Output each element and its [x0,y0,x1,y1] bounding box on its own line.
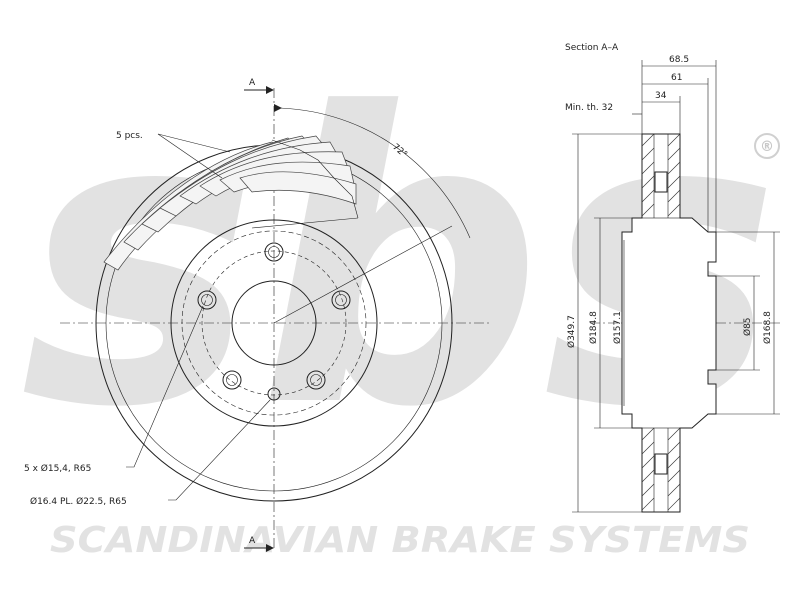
bolt-hole-inner [226,374,238,386]
dim-157-1: Ø157.1 [612,311,623,344]
hat-outer-circle [170,219,378,427]
pcd-label: Ø16.4 PL. Ø22.5, R65 [30,496,127,507]
bolt-hole [264,242,284,262]
angle-leg [273,225,453,324]
registered-circle [754,133,780,159]
angle-arc [273,107,471,239]
dim-184-8: Ø184.8 [588,311,599,344]
bolt-hole-inner [268,246,280,258]
min-thickness-label: Min. th. 32 [565,103,613,113]
fins-leader [157,133,223,179]
fins-count-label: 5 pcs. [116,131,143,141]
section-arrow-top [266,86,274,94]
pcd-circle [201,250,347,396]
dim-61: 61 [671,73,682,83]
section-hatching [641,133,681,511]
bolt-hole [331,290,351,310]
section-arrow-bottom [266,544,274,552]
pcd-leader [168,399,271,501]
bolt-hole-inner [201,294,213,306]
vane-window [654,171,668,193]
angle-arrow [274,104,282,112]
fins-leader [157,133,231,153]
holes-label: 5 x Ø15,4, R65 [24,463,91,474]
dim-68-5: 68.5 [669,55,689,65]
vane-window [654,453,668,475]
section-view: Section A–A Min. th. 32 68.5 61 34 [565,43,780,513]
dim-349-7: Ø349.7 [566,315,577,348]
watermark-tagline: SCANDINAVIAN BRAKE SYSTEMS [50,520,750,561]
section-title: Section A–A [565,43,619,53]
holes-leader [126,305,204,468]
bolt-holes [197,242,351,401]
dim-85: Ø85 [742,317,753,336]
bolt-hole [222,370,242,390]
dim-168-8: Ø168.8 [762,311,773,344]
section-label-top: A [249,78,256,88]
fin-cut-edge [271,139,359,219]
bolt-hole [306,370,326,390]
fin [239,171,357,205]
bolt-hole [197,290,217,310]
hat-inner-circle [181,230,367,416]
dim-34: 34 [655,91,667,101]
locating-hole [267,387,281,401]
front-view: A A [24,78,490,552]
center-bore [231,280,317,366]
section-label-bottom: A [249,536,256,546]
registered-mark: ® [760,139,774,155]
bolt-hole-inner [310,374,322,386]
bolt-hole-inner [335,294,347,306]
fin-cut-line [251,217,359,229]
cooling-fins [103,135,359,271]
